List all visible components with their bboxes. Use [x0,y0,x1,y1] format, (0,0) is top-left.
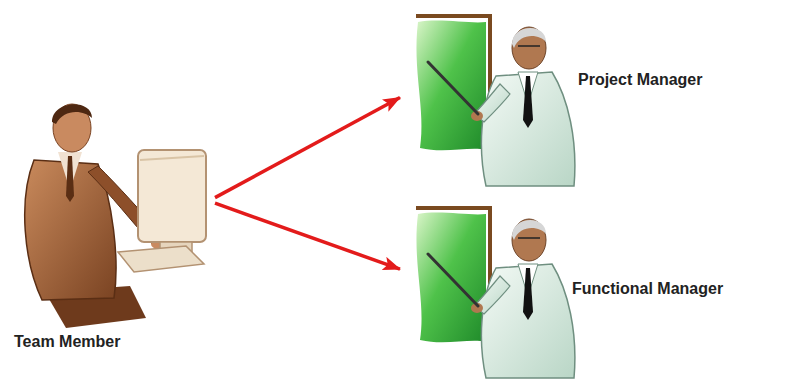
report-arrow [215,203,400,269]
monitor-shade [140,156,204,160]
head [512,219,546,261]
pointer [428,62,478,114]
hair [512,28,546,48]
pointer [428,254,478,306]
role-label: Team Member [14,332,120,352]
person-node: Functional Manager [400,200,786,392]
functional-manager-figure [416,208,575,378]
board [416,21,486,151]
glasses [518,237,540,239]
board-frame [416,16,490,152]
project-manager-figure [416,16,575,186]
head [512,27,546,69]
tie [523,76,533,128]
hair [512,220,546,240]
person-node: Project Manager [400,0,786,195]
role-label: Functional Manager [572,279,723,299]
tie [523,268,533,320]
board-frame [416,208,490,344]
person-node: Team Member [0,80,215,360]
role-label: Project Manager [578,70,702,90]
report-arrow [215,98,400,198]
monitor [138,150,206,242]
board [416,213,486,343]
hair [52,104,92,124]
keyboard [118,246,204,272]
head [53,104,91,152]
team-member-figure [25,104,206,328]
glasses [518,45,540,47]
tie [66,156,74,202]
